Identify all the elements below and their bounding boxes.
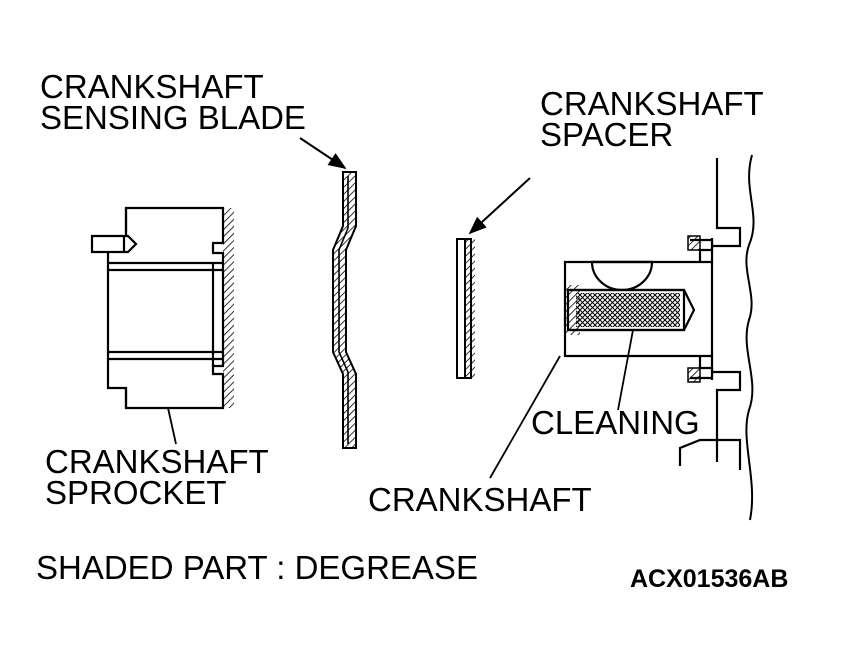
note-shaded-part: SHADED PART : DEGREASE	[36, 549, 478, 586]
label-sprocket-line2: SPROCKET	[45, 474, 227, 511]
label-cleaning: CLEANING	[531, 404, 700, 441]
crankshaft	[489, 154, 755, 521]
figure-code: ACX01536AB	[630, 565, 789, 593]
label-sensing-blade-line2: SENSING BLADE	[40, 99, 306, 136]
label-sensing-blade-line1: CRANKSHAFT	[40, 68, 264, 105]
label-crankshaft: CRANKSHAFT	[368, 481, 592, 518]
label-sprocket-line1: CRANKSHAFT	[45, 443, 269, 480]
label-spacer-line1: CRANKSHAFT	[540, 85, 764, 122]
label-spacer-line2: SPACER	[540, 116, 674, 153]
crankshaft-spacer	[456, 177, 531, 379]
crankshaft-sensing-blade	[299, 137, 357, 449]
crankshaft-sprocket	[90, 206, 234, 445]
